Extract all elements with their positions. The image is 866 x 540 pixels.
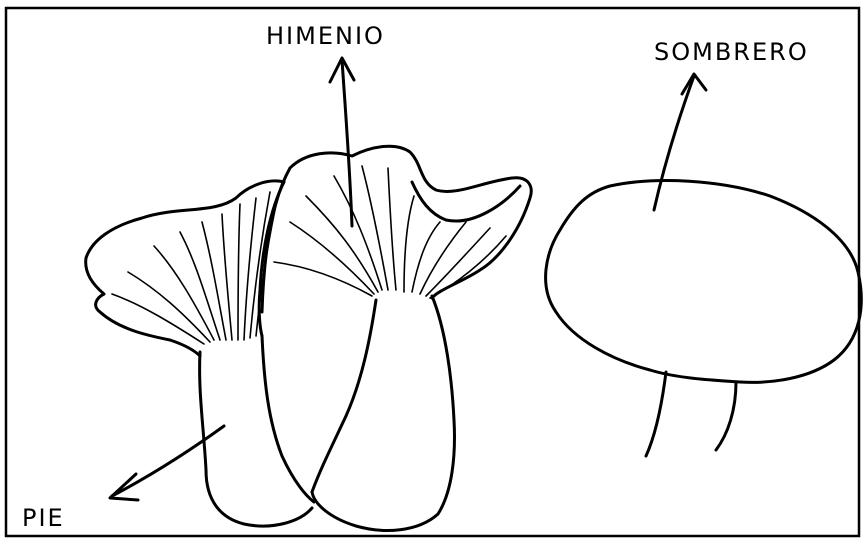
mushroom-left-gills (112, 192, 278, 344)
cap-stem-left (646, 372, 666, 456)
mushroom-right-stem-left (312, 300, 376, 492)
cap-stem-right (716, 382, 736, 450)
mushroom-left (86, 181, 314, 526)
mushroom-left-stem-right (262, 336, 314, 502)
mushroom-right-cap (262, 146, 531, 312)
border (6, 8, 859, 536)
label-pie: PIE (22, 504, 65, 532)
label-himenio: HIMENIO (266, 22, 385, 50)
mushroom-right-stem-right (312, 296, 454, 530)
mushroom-right (262, 146, 531, 530)
arrow-himenio (330, 58, 354, 226)
mushroom-right-gills (274, 166, 506, 298)
arrow-sombrero (654, 74, 706, 210)
cap-outline (546, 181, 862, 383)
mushroom-left-stem-left (200, 352, 312, 526)
label-sombrero: SOMBRERO (654, 38, 809, 66)
cap-diagram (546, 181, 862, 456)
